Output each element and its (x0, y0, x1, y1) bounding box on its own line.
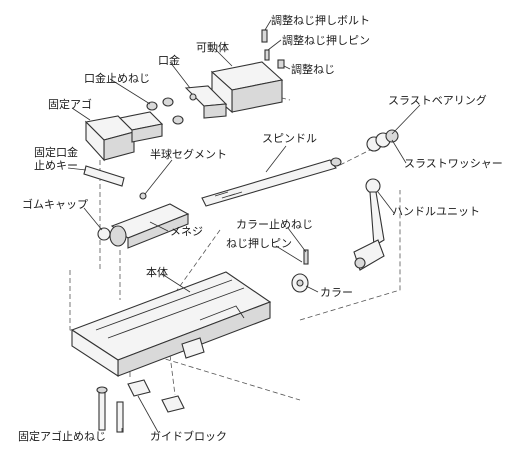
body-part (70, 271, 272, 378)
label-collar: カラー (320, 286, 353, 299)
labels: 調整ねじ押しボルト 調整ねじ押しピン 調整ねじ 可動体 口金 口金止めねじ 固定… (18, 13, 503, 443)
label-movable-body: 可動体 (196, 40, 229, 54)
label-jaw-screw: 固定アゴ止めねじ (18, 429, 106, 443)
spindle-part (201, 157, 342, 207)
adjusting-screws-part (261, 29, 285, 69)
half-segment-part (139, 192, 147, 200)
movable-body-part (210, 61, 284, 114)
label-collar-screw: カラー止めねじ (236, 218, 313, 231)
nut-part (109, 203, 190, 249)
collar-part (291, 249, 309, 293)
label-push-pin: ねじ押しピン (226, 236, 292, 250)
label-adjust-pin: 調整ねじ押しピン (282, 33, 370, 47)
label-handle-unit: ハンドルユニット (392, 205, 480, 218)
label-fixed-key: 固定口金止めキー (34, 145, 78, 172)
label-thrust-washer: スラストワッシャー (404, 157, 503, 170)
label-fixed-jaw: 固定アゴ (48, 97, 92, 111)
label-square-metal: 口金 (158, 53, 180, 67)
label-guide-block: ガイドブロック (150, 429, 227, 443)
label-body: 本体 (146, 265, 168, 279)
label-rubber-cap: ゴムキャップ (22, 197, 88, 211)
label-adjust-bolt: 調整ねじ押しボルト (271, 13, 370, 27)
handle-unit-part (353, 178, 385, 271)
fixed-key-part (83, 165, 125, 187)
fixed-jaw-part (84, 111, 164, 162)
leader-lines (67, 19, 421, 433)
square-metal-part (184, 85, 228, 119)
label-adjust-screw: 調整ねじ (291, 62, 335, 76)
thrust-bearing-part (366, 129, 399, 152)
label-nut: メネジ (170, 225, 203, 238)
label-half-segment: 半球セグメント (150, 147, 227, 161)
guide-block-part (127, 379, 185, 413)
rubber-cap-part (97, 227, 111, 241)
jaw-screws-part (96, 386, 124, 433)
label-thrust-bearing: スラストベアリング (388, 93, 487, 107)
label-square-screw: 口金止めねじ (84, 71, 150, 85)
label-spindle: スピンドル (262, 132, 317, 145)
square-screws-part (146, 97, 184, 125)
